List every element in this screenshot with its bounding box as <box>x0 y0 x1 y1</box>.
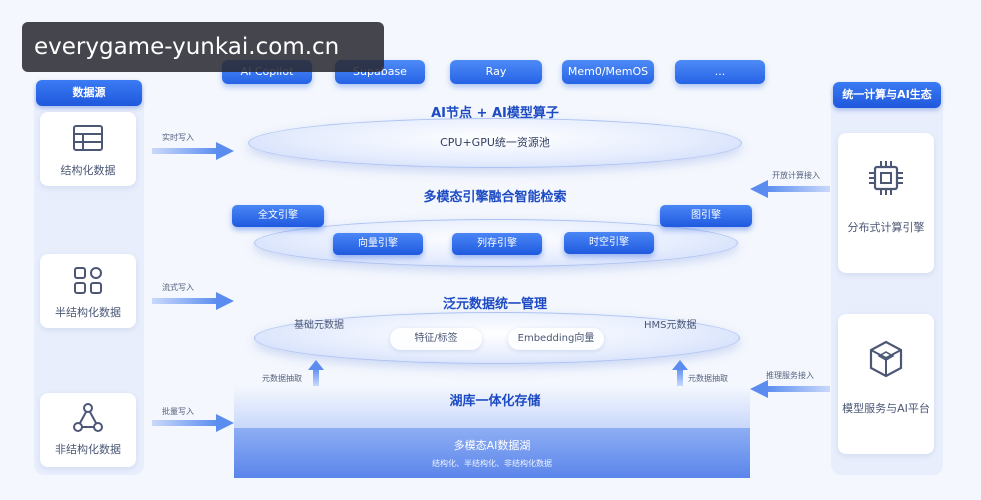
arrow-label-stream: 流式写入 <box>162 283 194 292</box>
ecosystem-label-model: 模型服务与AI平台 <box>842 402 930 415</box>
lake-title: 湖库一体化存储 <box>449 394 541 409</box>
watermark: everygame-yunkai.com.cn <box>22 22 384 72</box>
source-label-semistructured: 半结构化数据 <box>55 306 121 319</box>
top-pill-more[interactable]: ... <box>675 60 765 84</box>
network-icon <box>73 403 103 432</box>
layer1-ellipse <box>248 118 742 168</box>
lake-name: 多模态AI数据湖 <box>453 439 531 452</box>
up-arrow-icon <box>672 360 688 386</box>
right-arrow-icon <box>152 142 234 160</box>
meta-hms: HMS元数据 <box>644 320 697 331</box>
meta-basic: 基础元数据 <box>294 320 344 331</box>
meta-embedding: Embedding向量 <box>508 328 604 350</box>
table-icon <box>73 125 103 151</box>
layer1-content: CPU+GPU统一资源池 <box>440 136 550 149</box>
left-arrow-icon <box>750 380 830 398</box>
ecosystem-card-compute[interactable]: 分布式计算引擎 <box>838 133 934 273</box>
grid-icon <box>74 267 102 294</box>
ecosystem-label-compute: 分布式计算引擎 <box>847 221 925 234</box>
cube-icon <box>869 340 903 378</box>
layer3-title: 泛元数据统一管理 <box>442 297 547 312</box>
top-pill-ray[interactable]: Ray <box>450 60 542 84</box>
source-label-unstructured: 非结构化数据 <box>55 443 121 456</box>
source-card-unstructured[interactable]: 非结构化数据 <box>40 393 136 467</box>
source-card-structured[interactable]: 结构化数据 <box>40 112 136 186</box>
arrow-label-realtime: 实时写入 <box>162 133 194 142</box>
ecosystem-card-model[interactable]: 模型服务与AI平台 <box>838 314 934 454</box>
left-arrow-icon <box>750 180 830 198</box>
data-lake <box>234 428 750 478</box>
source-label-structured: 结构化数据 <box>60 164 116 177</box>
lake-subtitle: 结构化、半结构化、非结构化数据 <box>432 459 552 468</box>
right-arrow-icon <box>152 292 234 310</box>
engine-columnar[interactable]: 列存引擎 <box>452 233 542 255</box>
engine-spatiotemporal[interactable]: 时空引擎 <box>564 232 654 254</box>
top-pill-mem0[interactable]: Mem0/MemOS <box>562 60 654 84</box>
right-arrow-icon <box>152 414 234 432</box>
meta-feature-tag: 特征/标签 <box>390 328 482 350</box>
lake-glow <box>234 386 750 428</box>
extract-label-right: 元数据抽取 <box>688 374 728 383</box>
arrow-label-batch: 批量写入 <box>162 407 194 416</box>
engine-graph[interactable]: 图引擎 <box>660 205 752 227</box>
engine-vector[interactable]: 向量引擎 <box>333 233 423 255</box>
layer3-ellipse <box>254 312 740 364</box>
up-arrow-icon <box>308 360 324 386</box>
right-panel-header: 统一计算与AI生态 <box>833 82 941 108</box>
chip-icon <box>869 161 903 195</box>
left-panel-header: 数据源 <box>36 80 142 106</box>
layer2-title: 多模态引擎融合智能检索 <box>423 190 567 205</box>
arrow-label-open-compute: 开放计算接入 <box>772 171 820 180</box>
source-card-semistructured[interactable]: 半结构化数据 <box>40 254 136 328</box>
extract-label-left: 元数据抽取 <box>262 374 302 383</box>
arrow-label-inference: 推理服务接入 <box>766 371 814 380</box>
engine-fulltext[interactable]: 全文引擎 <box>232 205 324 227</box>
